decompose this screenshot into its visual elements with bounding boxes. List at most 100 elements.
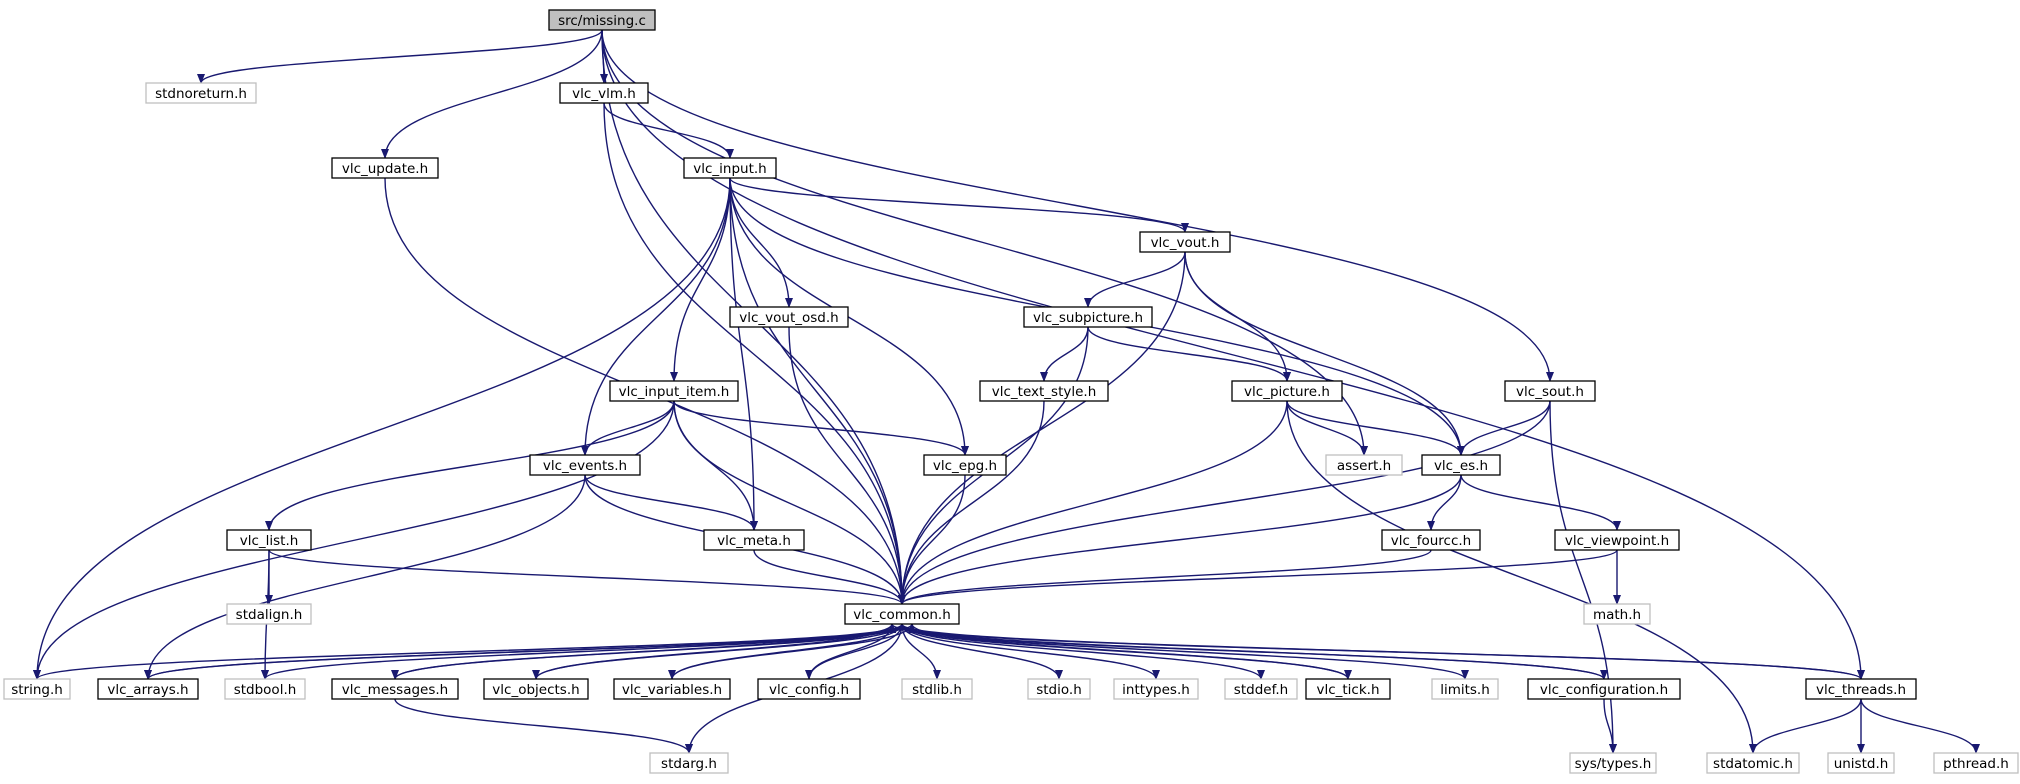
node-stdalign: stdalign.h [226,603,312,625]
node-vout_osd[interactable]: vlc_vout_osd.h [729,306,849,328]
node-configuration[interactable]: vlc_configuration.h [1527,678,1681,700]
edge-picture-to-stdatomic [1286,400,1757,754]
node-box-unistd [1827,752,1895,774]
edge-fourcc-to-common [898,549,1432,605]
node-label-assert: assert.h [1337,458,1391,474]
node-label-systypes: sys/types.h [1575,756,1652,772]
node-box-objects [483,678,589,700]
edge-es-to-viewpoint [1460,474,1621,531]
edge-root-to-sout [601,29,1554,382]
node-label-threads: vlc_threads.h [1816,682,1906,698]
node-stddef: stddef.h [1224,678,1298,700]
edge-subpicture-to-picture [1087,326,1291,382]
node-objects[interactable]: vlc_objects.h [483,678,589,700]
node-subpicture[interactable]: vlc_subpicture.h [1023,306,1153,328]
edge-input_item-to-list [265,400,675,531]
node-box-threads [1805,678,1917,700]
node-label-events: vlc_events.h [543,458,627,474]
node-list[interactable]: vlc_list.h [226,529,312,551]
edge-input-to-meta [729,177,758,531]
node-label-arrays: vlc_arrays.h [107,682,188,698]
node-label-stdatomic: stdatomic.h [1713,756,1793,772]
node-messages[interactable]: vlc_messages.h [331,678,459,700]
node-box-stdbool [224,678,306,700]
node-box-vout [1139,231,1231,253]
node-label-input_item: vlc_input_item.h [619,384,730,400]
node-epg[interactable]: vlc_epg.h [923,454,1007,476]
node-text_style[interactable]: vlc_text_style.h [979,380,1109,402]
node-label-stddef: stddef.h [1234,682,1288,698]
node-events[interactable]: vlc_events.h [529,454,641,476]
node-variables[interactable]: vlc_variables.h [613,678,731,700]
node-label-viewpoint: vlc_viewpoint.h [1565,533,1669,549]
node-vout[interactable]: vlc_vout.h [1139,231,1231,253]
node-label-meta: vlc_meta.h [717,533,791,549]
node-config[interactable]: vlc_config.h [757,678,861,700]
node-sout[interactable]: vlc_sout.h [1504,380,1596,402]
edge-threads-to-stdatomic [1749,698,1862,754]
edge-input-to-input_item [670,177,731,382]
node-box-vout_osd [729,306,849,328]
node-picture[interactable]: vlc_picture.h [1231,380,1343,402]
node-label-vout: vlc_vout.h [1151,235,1220,251]
edge-es-to-common [898,474,1462,605]
node-box-stdalign [226,603,312,625]
node-stdnoreturn: stdnoreturn.h [145,82,257,104]
node-label-input: vlc_input.h [693,161,767,177]
node-box-text_style [979,380,1109,402]
node-label-fourcc: vlc_fourcc.h [1391,533,1471,549]
edge-configuration-to-systypes [1603,698,1617,754]
node-box-stdatomic [1706,752,1800,774]
edge-input_item-to-events [581,400,675,456]
edge-input_item-to-string [33,400,675,680]
edge-picture-to-common [898,400,1288,605]
node-label-common: vlc_common.h [853,607,951,623]
edges-layer [33,29,1980,754]
edge-variables-to-common [671,623,916,680]
edge-sout-to-es [1457,400,1551,456]
node-meta[interactable]: vlc_meta.h [703,529,805,551]
node-stdbool: stdbool.h [224,678,306,700]
node-root[interactable]: src/missing.c [548,9,656,31]
edge-events-to-arrays [144,474,586,680]
node-label-root: src/missing.c [558,13,646,29]
edge-input-to-string [33,177,731,680]
edge-objects-to-common [535,623,896,680]
edge-meta-to-common [753,549,906,605]
node-label-tick: vlc_tick.h [1316,682,1379,698]
node-systypes: sys/types.h [1569,752,1657,774]
node-box-arrays [97,678,199,700]
node-input_item[interactable]: vlc_input_item.h [609,380,739,402]
edge-common-to-stdbool [261,623,903,680]
node-label-epg: vlc_epg.h [933,458,997,474]
edge-messages-to-common [394,623,896,680]
node-threads[interactable]: vlc_threads.h [1805,678,1917,700]
node-box-messages [331,678,459,700]
node-arrays[interactable]: vlc_arrays.h [97,678,199,700]
node-box-fourcc [1381,529,1481,551]
node-label-es: vlc_es.h [1434,458,1488,474]
node-vlm[interactable]: vlc_vlm.h [559,82,649,104]
node-viewpoint[interactable]: vlc_viewpoint.h [1554,529,1680,551]
node-tick[interactable]: vlc_tick.h [1305,678,1391,700]
node-label-configuration: vlc_configuration.h [1540,682,1668,698]
node-label-objects: vlc_objects.h [492,682,579,698]
edge-subpicture-to-text_style [1040,326,1089,382]
node-update[interactable]: vlc_update.h [331,157,439,179]
edge-input-to-vout [729,177,1189,233]
node-pthread: pthread.h [1933,752,2019,774]
node-common[interactable]: vlc_common.h [844,603,960,625]
edge-configuration-to-common [888,623,1605,680]
node-fourcc[interactable]: vlc_fourcc.h [1381,529,1481,551]
node-label-list: vlc_list.h [240,533,299,549]
node-input[interactable]: vlc_input.h [683,157,777,179]
edge-threads-to-pthread [1860,698,1980,754]
node-stdarg: stdarg.h [649,752,729,774]
node-box-common [844,603,960,625]
edge-root-to-update [381,29,603,159]
edge-events-to-meta [584,474,758,531]
edge-input-to-events [581,177,731,456]
node-label-subpicture: vlc_subpicture.h [1033,310,1143,326]
node-es[interactable]: vlc_es.h [1421,454,1501,476]
